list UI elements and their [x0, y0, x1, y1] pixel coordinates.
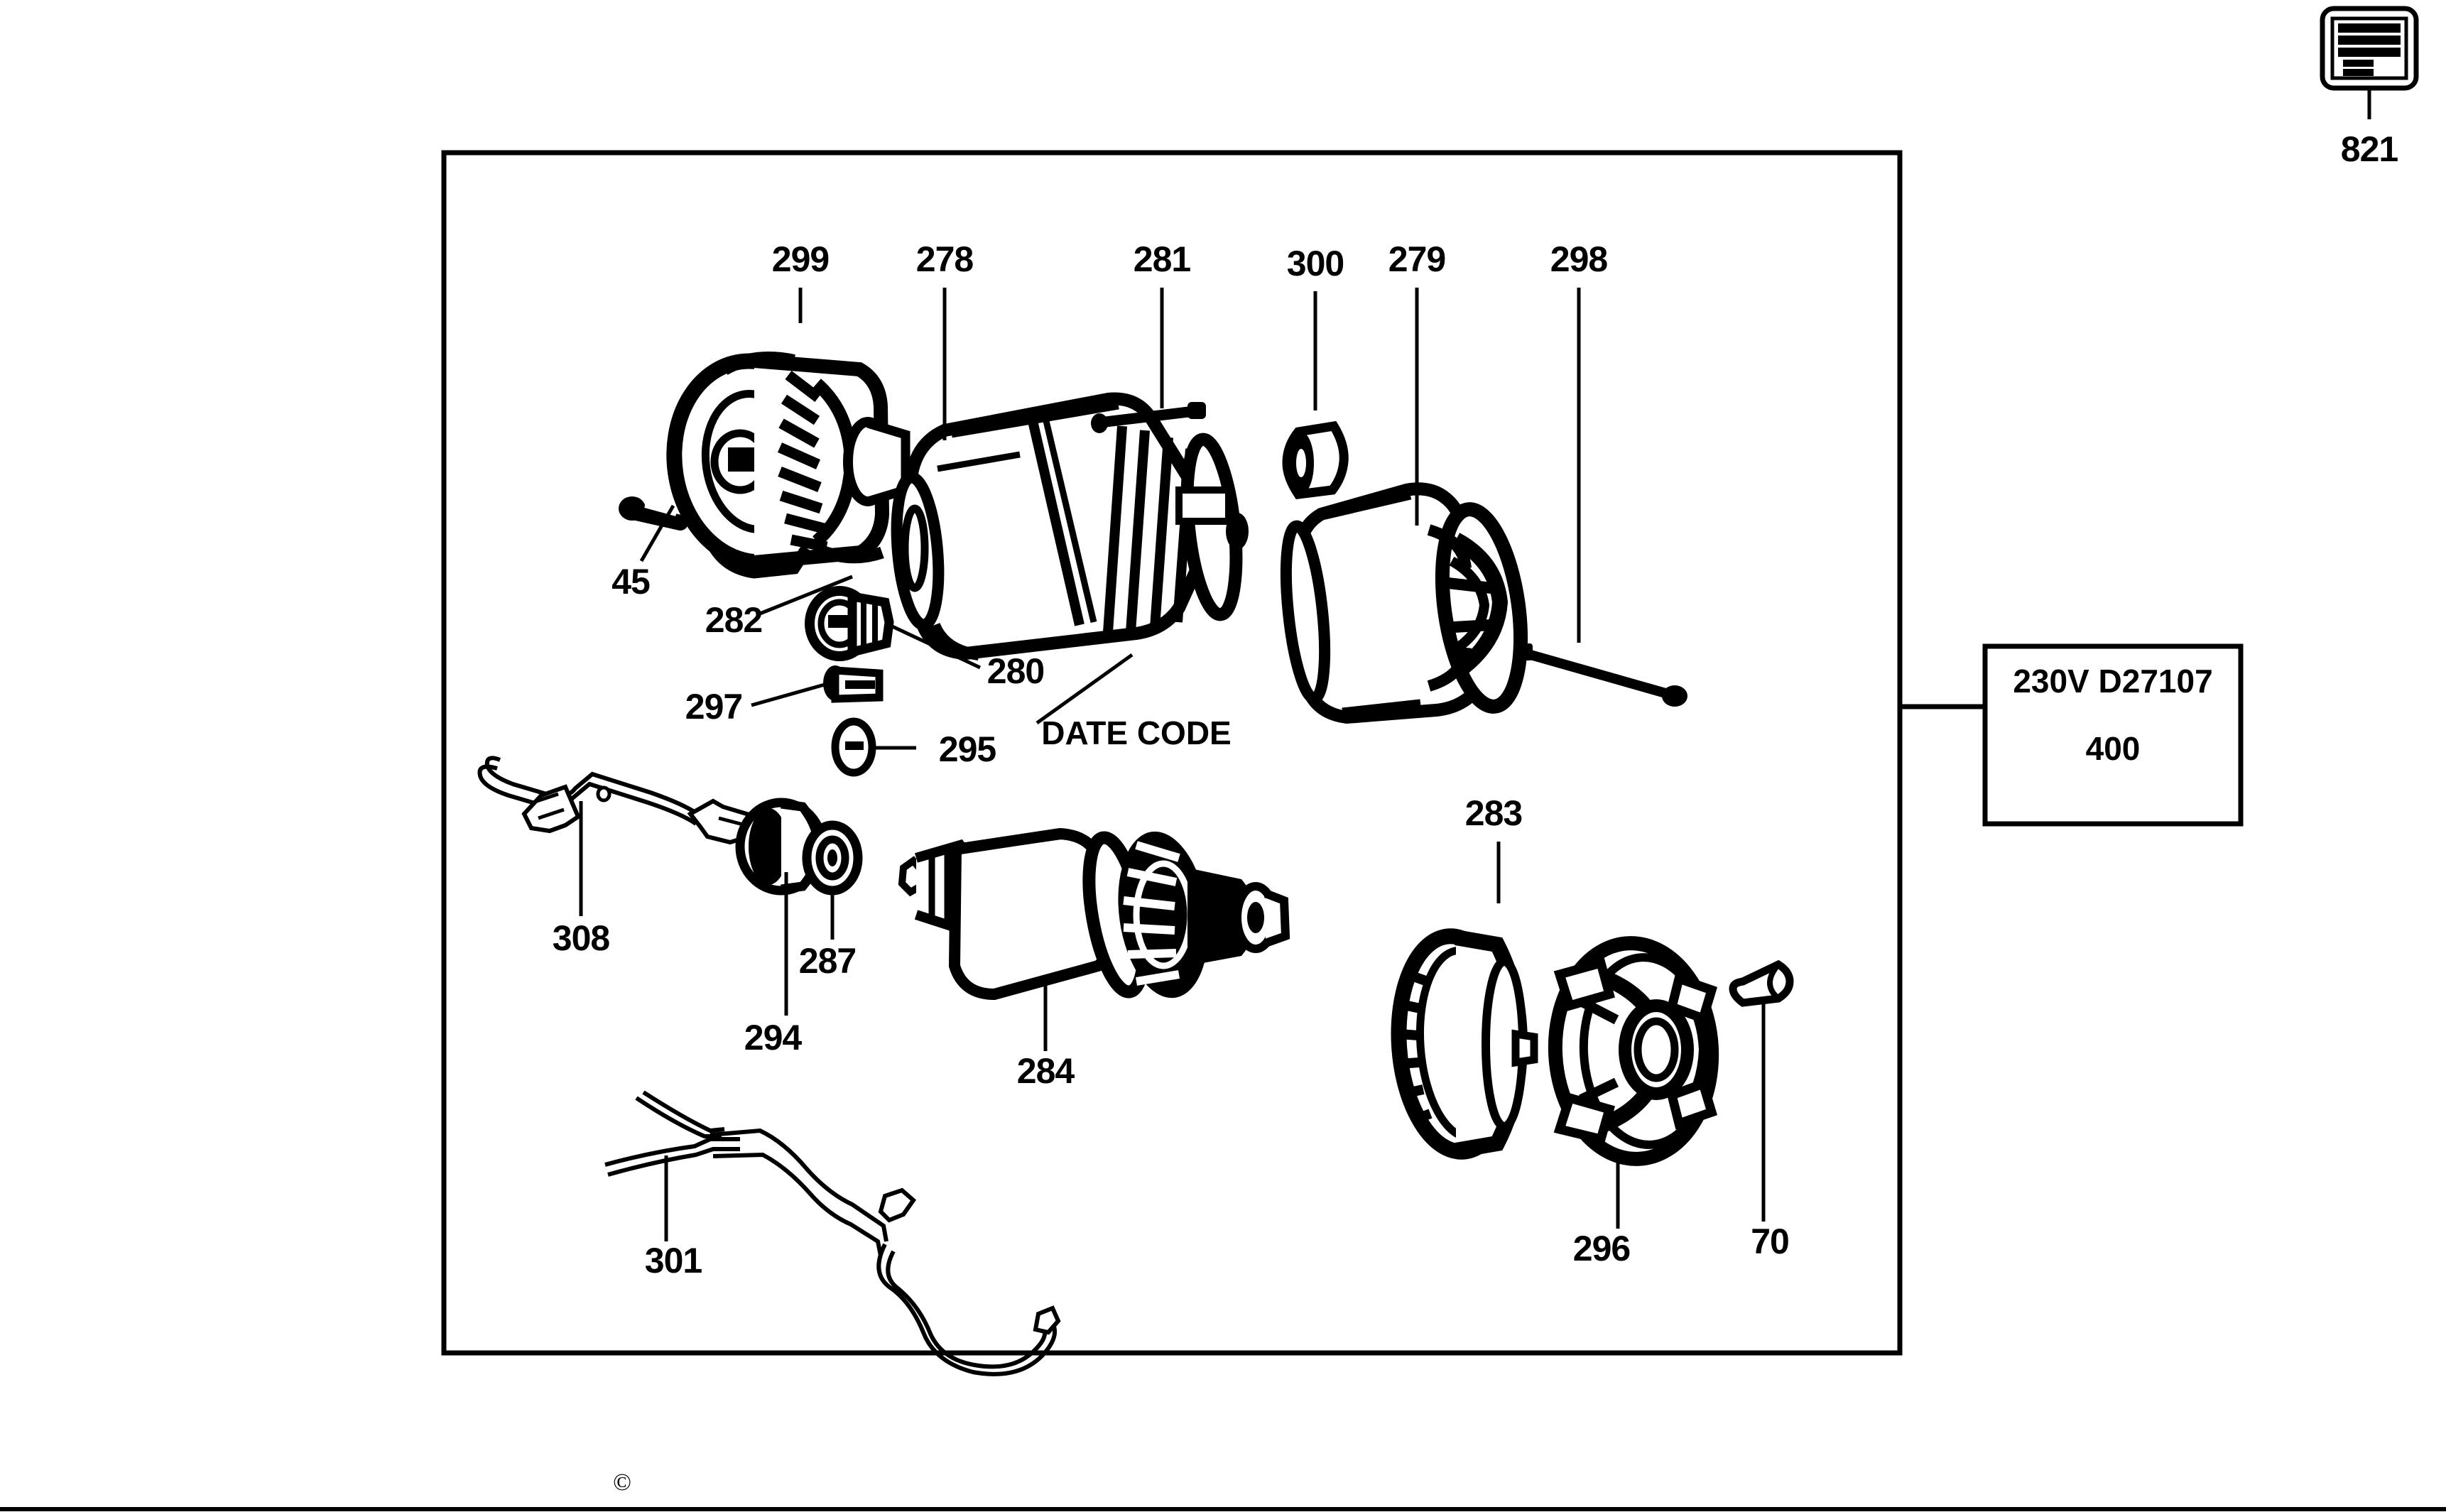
callout-281: 281: [1134, 239, 1191, 408]
date-code-leader: [1036, 653, 1134, 725]
callout-label-282: 282: [705, 600, 762, 640]
leader-line-280: [888, 623, 982, 670]
callout-287: 287: [799, 888, 857, 981]
callout-label-294: 294: [744, 1018, 803, 1057]
part-295-washer: [831, 717, 876, 777]
callout-300: 300: [1287, 244, 1344, 410]
callout-279: 279: [1388, 239, 1446, 526]
copyright-mark: ©: [613, 1469, 631, 1496]
callout-296: 296: [1573, 1151, 1631, 1268]
callout-label-308: 308: [553, 918, 610, 958]
part-279-motor-end-housing: [1280, 482, 1528, 724]
callout-label-287: 287: [799, 941, 856, 981]
leader-line-297: [751, 681, 830, 707]
part-278-stator-housing: [891, 392, 1249, 660]
callout-45: 45: [612, 504, 675, 602]
label-sticker-icon-group[interactable]: 821: [2320, 6, 2419, 169]
callout-layer: 299 278 281 300 279 298 45 282 280 297 295 308 294 28…: [553, 239, 1790, 1280]
model-voltage-label: 230V D27107: [2013, 663, 2212, 700]
leader-line-282: [756, 575, 853, 617]
part-300-bushing: [1282, 420, 1349, 499]
part-298-long-bolt: [1520, 643, 1687, 707]
callout-label-297: 297: [685, 687, 742, 727]
label-bar-1: [2338, 23, 2401, 33]
part-296-brush-holder-cap: [1548, 936, 1719, 1166]
callout-308: 308: [553, 801, 610, 958]
model-box: 230V D27107 400: [1982, 643, 2244, 827]
callout-283: 283: [1465, 793, 1523, 903]
page-number-label: 400: [2086, 730, 2141, 767]
part-299-fan-baffle: [666, 352, 911, 579]
callout-299: 299: [772, 239, 830, 323]
callout-label-45: 45: [612, 562, 650, 602]
label-bar-2: [2338, 36, 2401, 45]
callout-294: 294: [744, 872, 803, 1057]
callout-280: 280: [888, 623, 1045, 691]
label-bar-3: [2338, 48, 2401, 57]
callout-label-284: 284: [1017, 1051, 1075, 1091]
label-bar-4: [2343, 60, 2374, 67]
callout-298: 298: [1550, 239, 1608, 643]
callout-label-295: 295: [939, 729, 996, 769]
part-284-armature: [898, 827, 1290, 1001]
callout-label-298: 298: [1550, 239, 1608, 279]
part-287-bearing-washer: [802, 820, 863, 896]
callout-label-70: 70: [1751, 1222, 1789, 1261]
callout-label-296: 296: [1573, 1229, 1630, 1268]
callout-label-300: 300: [1287, 244, 1344, 283]
callout-label-283: 283: [1465, 793, 1522, 833]
part-301-power-cord: [604, 1090, 1061, 1376]
callout-282: 282: [705, 575, 853, 640]
leader-line-45: [639, 504, 675, 562]
part-280-switch-knob: [805, 586, 894, 661]
part-70-roll-pin: [1729, 959, 1794, 1007]
date-code-label: DATE CODE: [1041, 714, 1232, 751]
callout-278: 278: [916, 239, 974, 440]
callout-70: 70: [1751, 1003, 1790, 1261]
diagram-frame: [441, 150, 1903, 1356]
callout-label-299: 299: [772, 239, 829, 279]
callout-label-281: 281: [1134, 239, 1191, 279]
callout-821: 821: [2341, 129, 2398, 169]
part-297-screw-stud: [823, 665, 884, 703]
callout-label-301: 301: [645, 1241, 702, 1280]
callout-label-278: 278: [916, 239, 974, 279]
label-bar-5: [2343, 69, 2374, 76]
part-281-long-screw: [1091, 402, 1206, 433]
callout-label-279: 279: [1388, 239, 1445, 279]
part-283-baffle-ring: [1391, 928, 1538, 1160]
callout-297: 297: [685, 681, 830, 727]
part-294-bearing: [735, 798, 827, 896]
callout-295: 295: [874, 729, 996, 769]
part-308-wire-harness: [477, 756, 760, 845]
callout-301: 301: [645, 1155, 702, 1280]
callout-label-280: 280: [987, 651, 1044, 691]
callout-284: 284: [1017, 986, 1075, 1091]
